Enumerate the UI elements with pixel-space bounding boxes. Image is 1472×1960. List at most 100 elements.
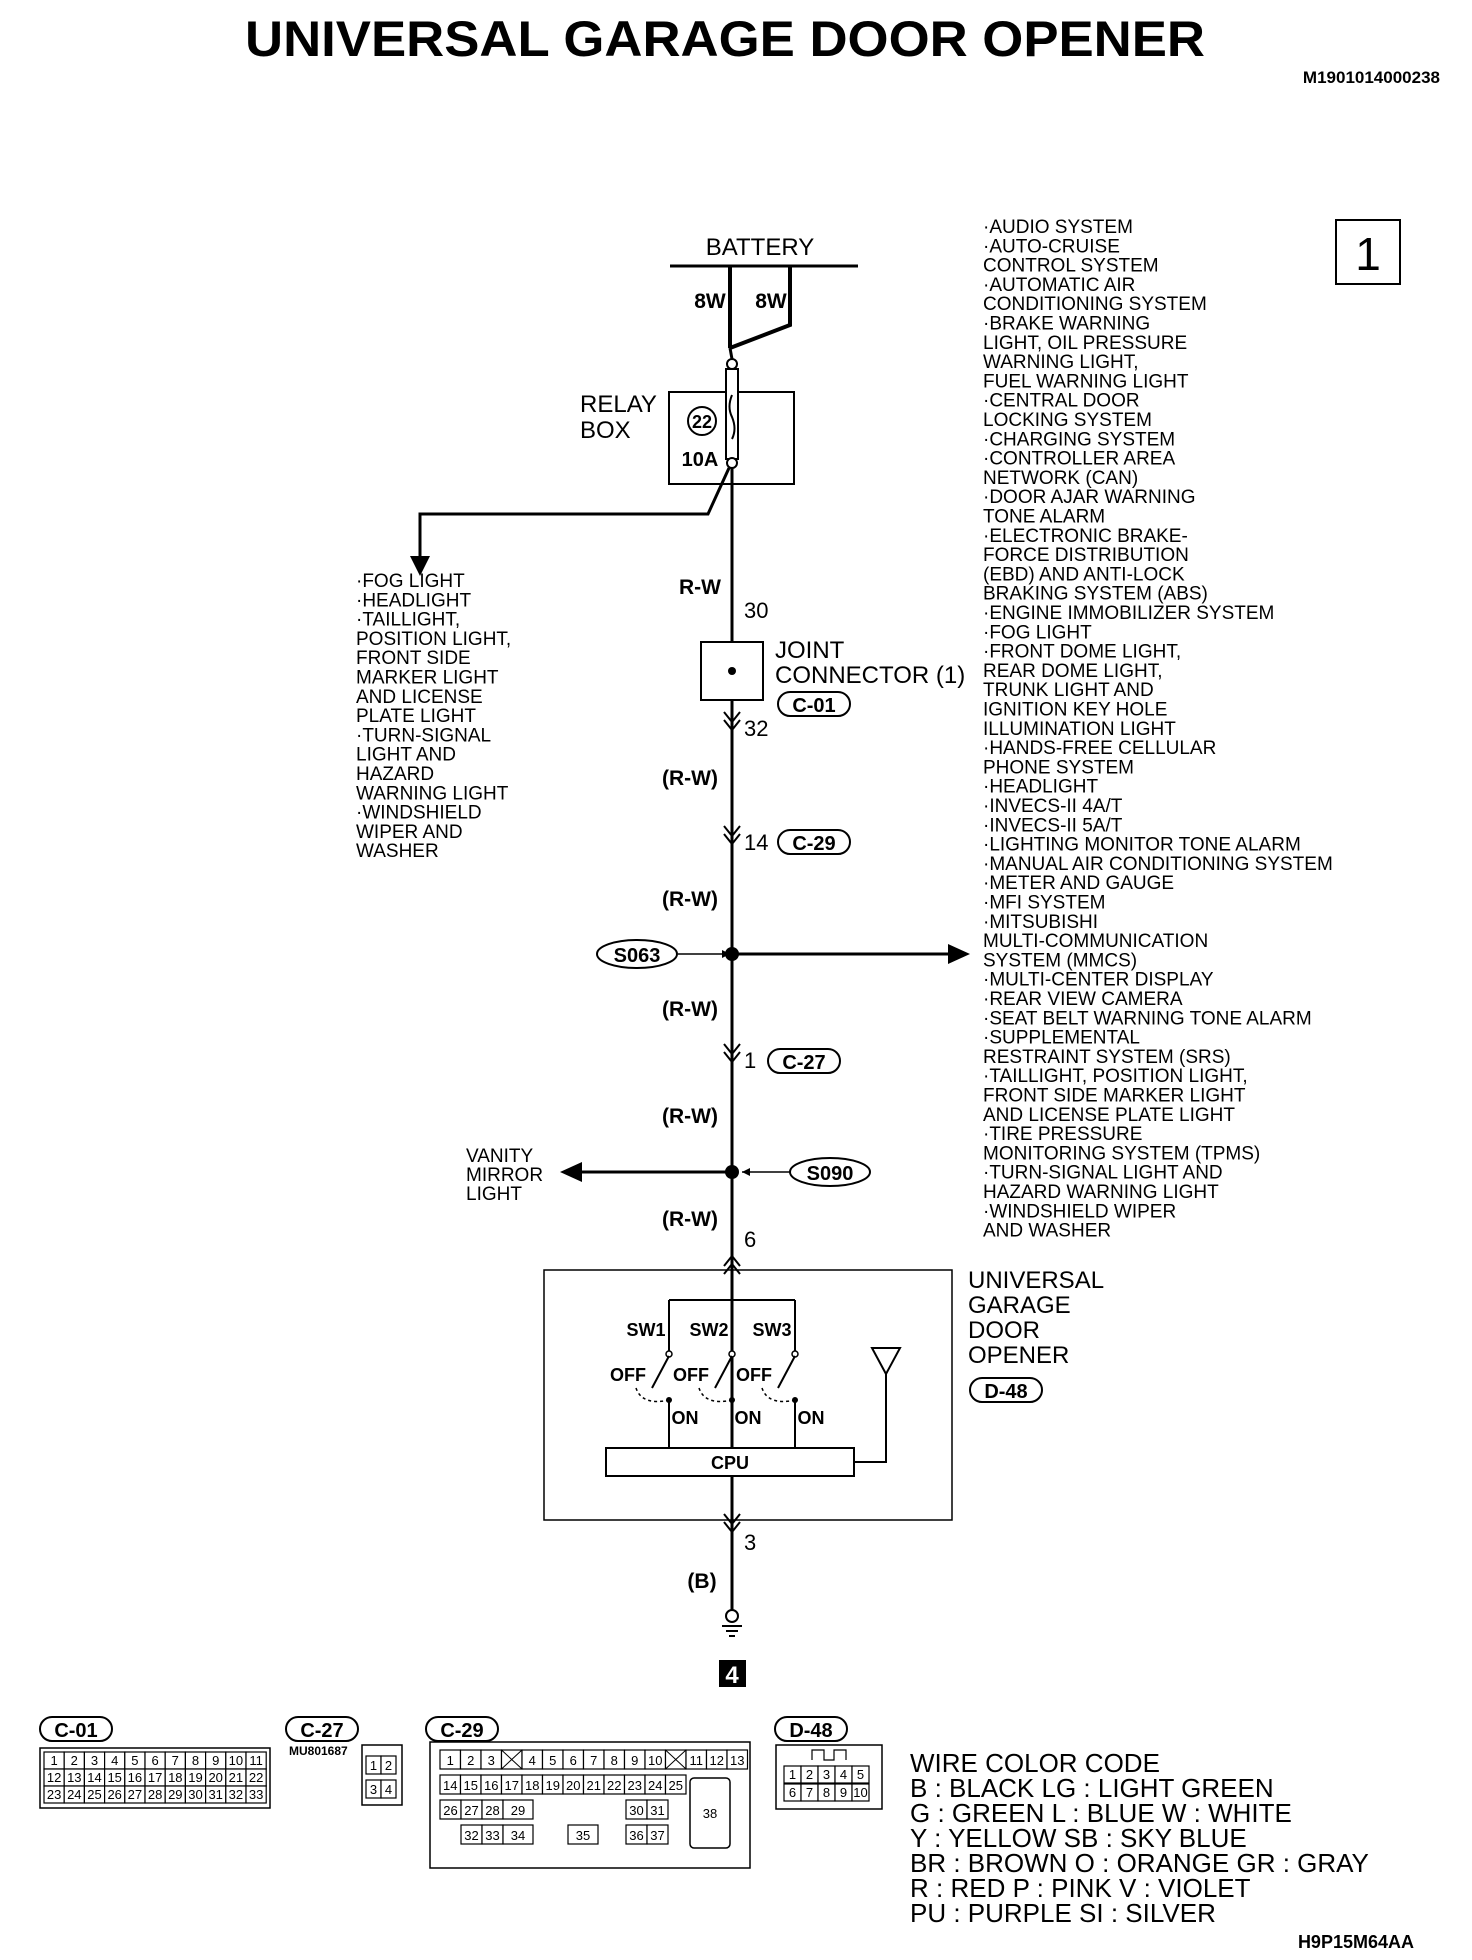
left-list-item: PLATE LIGHT bbox=[356, 706, 476, 727]
pin-number: 11 bbox=[249, 1753, 263, 1768]
right-list-item: TRUNK LIGHT AND bbox=[983, 680, 1154, 701]
right-list-item: ·MFI SYSTEM bbox=[983, 893, 1105, 914]
left-list-item: HAZARD bbox=[356, 764, 434, 785]
left-list-item: LIGHT AND bbox=[356, 745, 456, 766]
right-list-item: RESTRAINT SYSTEM (SRS) bbox=[983, 1047, 1231, 1068]
left-list-item: AND LICENSE bbox=[356, 687, 483, 708]
right-list-item: FRONT SIDE MARKER LIGHT bbox=[983, 1086, 1246, 1107]
sw1-dash bbox=[635, 1387, 671, 1403]
pin-number: 4 bbox=[840, 1767, 847, 1782]
pin-number: 8 bbox=[611, 1753, 618, 1768]
pin-number: 12 bbox=[47, 1770, 61, 1785]
right-list-item: SYSTEM (MMCS) bbox=[983, 950, 1137, 971]
c27-face-tag-label: C-27 bbox=[300, 1720, 343, 1742]
pin-number: 31 bbox=[650, 1803, 664, 1818]
pin-number: 31 bbox=[208, 1787, 222, 1802]
pin-number: 4 bbox=[385, 1782, 392, 1797]
wire-8w-left-label: 8W bbox=[694, 290, 726, 313]
joint-connector-dot bbox=[728, 667, 736, 675]
right-list-item: ·REAR VIEW CAMERA bbox=[983, 989, 1183, 1010]
right-list-item: PHONE SYSTEM bbox=[983, 757, 1134, 778]
pin-number: 2 bbox=[385, 1758, 392, 1773]
right-list-item: LOCKING SYSTEM bbox=[983, 410, 1152, 431]
connector-chevron-3a bbox=[723, 1513, 741, 1526]
pin-cell bbox=[646, 1824, 669, 1845]
right-list-item: NETWORK (CAN) bbox=[983, 468, 1138, 489]
pin-number: 10 bbox=[229, 1753, 243, 1768]
pin-number: 23 bbox=[47, 1787, 61, 1802]
right-list-item: ·BRAKE WARNING bbox=[983, 314, 1150, 335]
left-list: ·FOG LIGHT·HEADLIGHT·TAILLIGHT, POSITION… bbox=[356, 571, 511, 862]
pin-number: 29 bbox=[168, 1787, 182, 1802]
c01-face-tag-label: C-01 bbox=[54, 1720, 97, 1742]
c27-face-tag bbox=[285, 1716, 359, 1742]
sw3-on: ON bbox=[798, 1408, 825, 1428]
wire-color-code-line: BR : BROWN O : ORANGE GR : GRAY bbox=[910, 1848, 1369, 1878]
arrow-right-list bbox=[948, 944, 970, 964]
sw2-on: ON bbox=[735, 1408, 762, 1428]
right-list-item: TONE ALARM bbox=[983, 507, 1105, 528]
right-list-item: WARNING LIGHT, bbox=[983, 352, 1139, 373]
d48-tag-label: D-48 bbox=[984, 1381, 1027, 1403]
left-list-item: ·FOG LIGHT bbox=[356, 571, 465, 592]
sw1-on: ON bbox=[672, 1408, 699, 1428]
pin-number: 1 bbox=[447, 1753, 454, 1768]
pin-number: 6 bbox=[151, 1753, 158, 1768]
right-list-item: ·AUTO-CRUISE bbox=[983, 236, 1120, 257]
pin-number: 7 bbox=[590, 1753, 597, 1768]
sw2-dash bbox=[698, 1387, 734, 1403]
left-list-item: ·TAILLIGHT, bbox=[356, 610, 460, 631]
fuse-bottom-terminal bbox=[726, 457, 738, 469]
wire-8w-right bbox=[729, 266, 792, 350]
right-list-item: MONITORING SYSTEM (TPMS) bbox=[983, 1143, 1260, 1164]
c01-housing bbox=[39, 1747, 271, 1809]
pin-number: 33 bbox=[485, 1828, 499, 1843]
s063-tag bbox=[596, 939, 678, 969]
pin-number: 24 bbox=[67, 1787, 81, 1802]
pin-number: 14 bbox=[443, 1778, 457, 1793]
pin-number: 25 bbox=[87, 1787, 101, 1802]
right-list-item: ·AUDIO SYSTEM bbox=[983, 217, 1133, 238]
pin-number: 18 bbox=[168, 1770, 182, 1785]
c29-face-tag bbox=[425, 1716, 499, 1742]
arrow-left-list bbox=[410, 556, 430, 576]
sw3-blade bbox=[777, 1355, 796, 1389]
c29-tag bbox=[777, 829, 851, 855]
pin-1: 1 bbox=[744, 1048, 756, 1073]
wire-branch-left bbox=[418, 467, 731, 560]
fuse-top-stub bbox=[728, 347, 734, 360]
pin-number: 36 bbox=[629, 1828, 643, 1843]
connector-chevron-14b bbox=[723, 833, 741, 846]
right-list-item: ·FRONT DOME LIGHT, bbox=[983, 642, 1181, 663]
right-list-item: IGNITION KEY HOLE bbox=[983, 700, 1167, 721]
ugdo-box bbox=[543, 1269, 953, 1521]
pin-number: 22 bbox=[607, 1778, 621, 1793]
pin-number: 19 bbox=[188, 1770, 202, 1785]
pin-cell bbox=[567, 1824, 599, 1845]
c29-housing bbox=[429, 1741, 751, 1869]
left-list-item: ·WINDSHIELD bbox=[356, 803, 482, 824]
pin-number: 1 bbox=[789, 1767, 796, 1782]
pin-number: 32 bbox=[229, 1787, 243, 1802]
pin-number: 6 bbox=[789, 1785, 796, 1800]
wire-color-code-title: WIRE COLOR CODE bbox=[910, 1748, 1160, 1778]
battery-label: BATTERY bbox=[706, 234, 814, 261]
right-list-item: LIGHT, OIL PRESSURE bbox=[983, 333, 1187, 354]
pin-number: 15 bbox=[107, 1770, 121, 1785]
pin-number: 5 bbox=[549, 1753, 556, 1768]
connector-chevron-14a bbox=[723, 825, 741, 838]
sw3-label: SW3 bbox=[752, 1320, 791, 1340]
right-list-item: ·WINDSHIELD WIPER bbox=[983, 1201, 1176, 1222]
sw2-blade bbox=[714, 1355, 733, 1389]
pin-number: 4 bbox=[111, 1753, 118, 1768]
s063-tag-label: S063 bbox=[614, 945, 661, 967]
sw1-blade bbox=[651, 1355, 670, 1389]
pin-number: 21 bbox=[229, 1770, 243, 1785]
right-list-item: CONTROL SYSTEM bbox=[983, 256, 1159, 277]
pin-3: 3 bbox=[744, 1530, 756, 1555]
pin-number: 5 bbox=[857, 1767, 864, 1782]
right-list-item: ·TURN-SIGNAL LIGHT AND bbox=[983, 1163, 1223, 1184]
